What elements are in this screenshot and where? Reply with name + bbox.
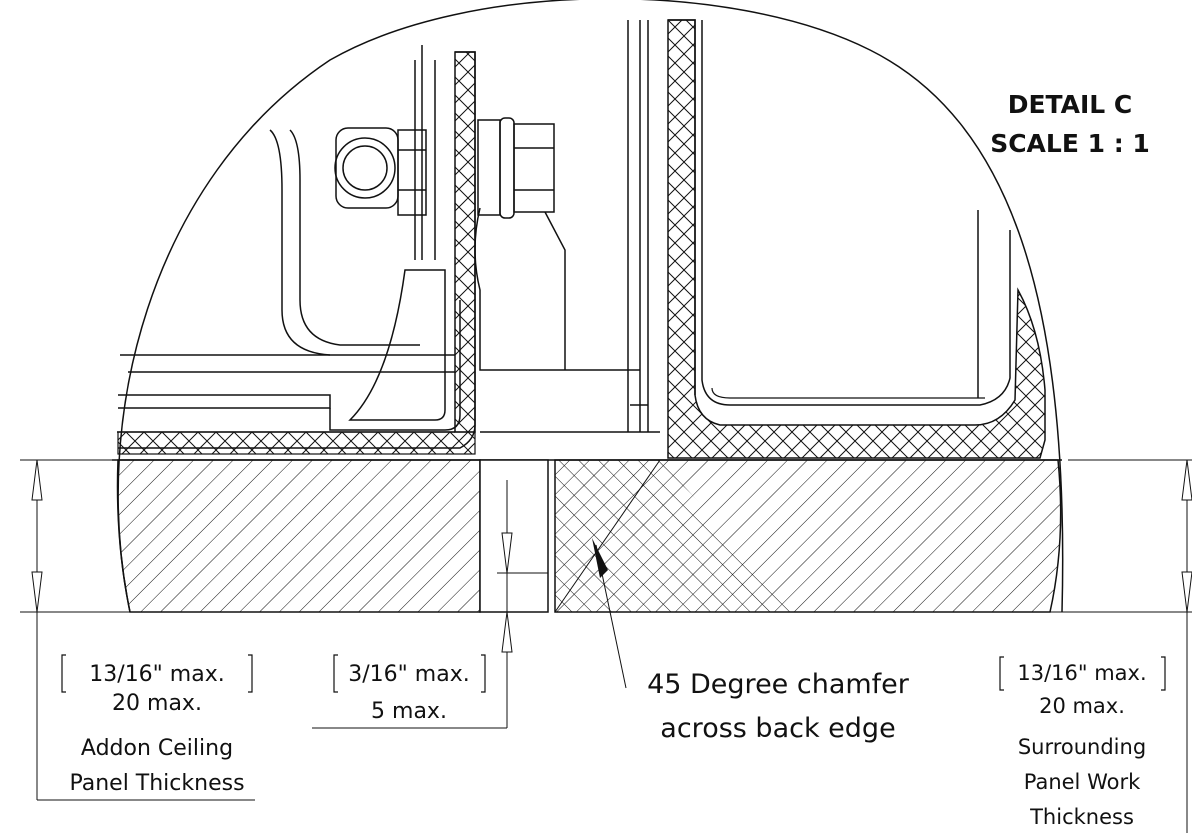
detail-title: DETAIL C	[1008, 90, 1133, 119]
left-dimension-label: 13/16" max. 20 max. Addon Ceiling Panel …	[61, 654, 253, 796]
chamfer-region	[555, 460, 800, 612]
svg-text:Panel Thickness: Panel Thickness	[69, 771, 244, 796]
svg-text:Surrounding: Surrounding	[1018, 735, 1146, 759]
middle-dimension-label: 3/16" max. 5 max.	[333, 654, 486, 724]
chamfer-edge	[554, 459, 661, 613]
svg-text:across back edge: across back edge	[660, 713, 895, 744]
base-channel-crosshatch	[117, 431, 476, 455]
right-dimension-label: 13/16" max. 20 max. Surrounding Panel Wo…	[999, 656, 1166, 829]
svg-text:Panel Work: Panel Work	[1024, 770, 1141, 794]
svg-text:Thickness: Thickness	[1029, 805, 1134, 829]
dimension-middle	[312, 480, 548, 729]
gap-strip	[479, 459, 549, 613]
ceiling-frame-assembly	[117, 45, 476, 449]
svg-text:13/16" max.: 13/16" max.	[1017, 661, 1146, 685]
bolt-assembly-right	[474, 117, 640, 371]
svg-text:45 Degree chamfer: 45 Degree chamfer	[647, 669, 910, 700]
chamfer-callout: 45 Degree chamfer across back edge	[647, 669, 910, 744]
center-channel	[480, 20, 660, 433]
dimension-left	[20, 459, 255, 801]
svg-text:Addon Ceiling: Addon Ceiling	[81, 736, 233, 761]
svg-text:20 max.: 20 max.	[112, 691, 202, 716]
bolt-assembly-left	[334, 127, 427, 216]
bracket-crosshatch	[454, 51, 476, 433]
svg-text:5 max.: 5 max.	[371, 699, 447, 724]
detail-scale: SCALE 1 : 1	[990, 129, 1150, 158]
housing-crosshatch	[667, 19, 1046, 459]
addon-panel-left	[116, 459, 481, 613]
housing-inner-2	[711, 387, 985, 399]
dimension-right	[1050, 459, 1192, 833]
detail-boundary-arc	[117, 0, 1064, 613]
svg-text:13/16" max.: 13/16" max.	[89, 662, 224, 687]
housing-inner	[701, 20, 1011, 406]
chamfer-leader	[592, 538, 627, 689]
svg-text:20 max.: 20 max.	[1039, 694, 1125, 718]
svg-text:3/16" max.: 3/16" max.	[348, 662, 469, 687]
housing-crosshatch-top	[668, 19, 696, 395]
